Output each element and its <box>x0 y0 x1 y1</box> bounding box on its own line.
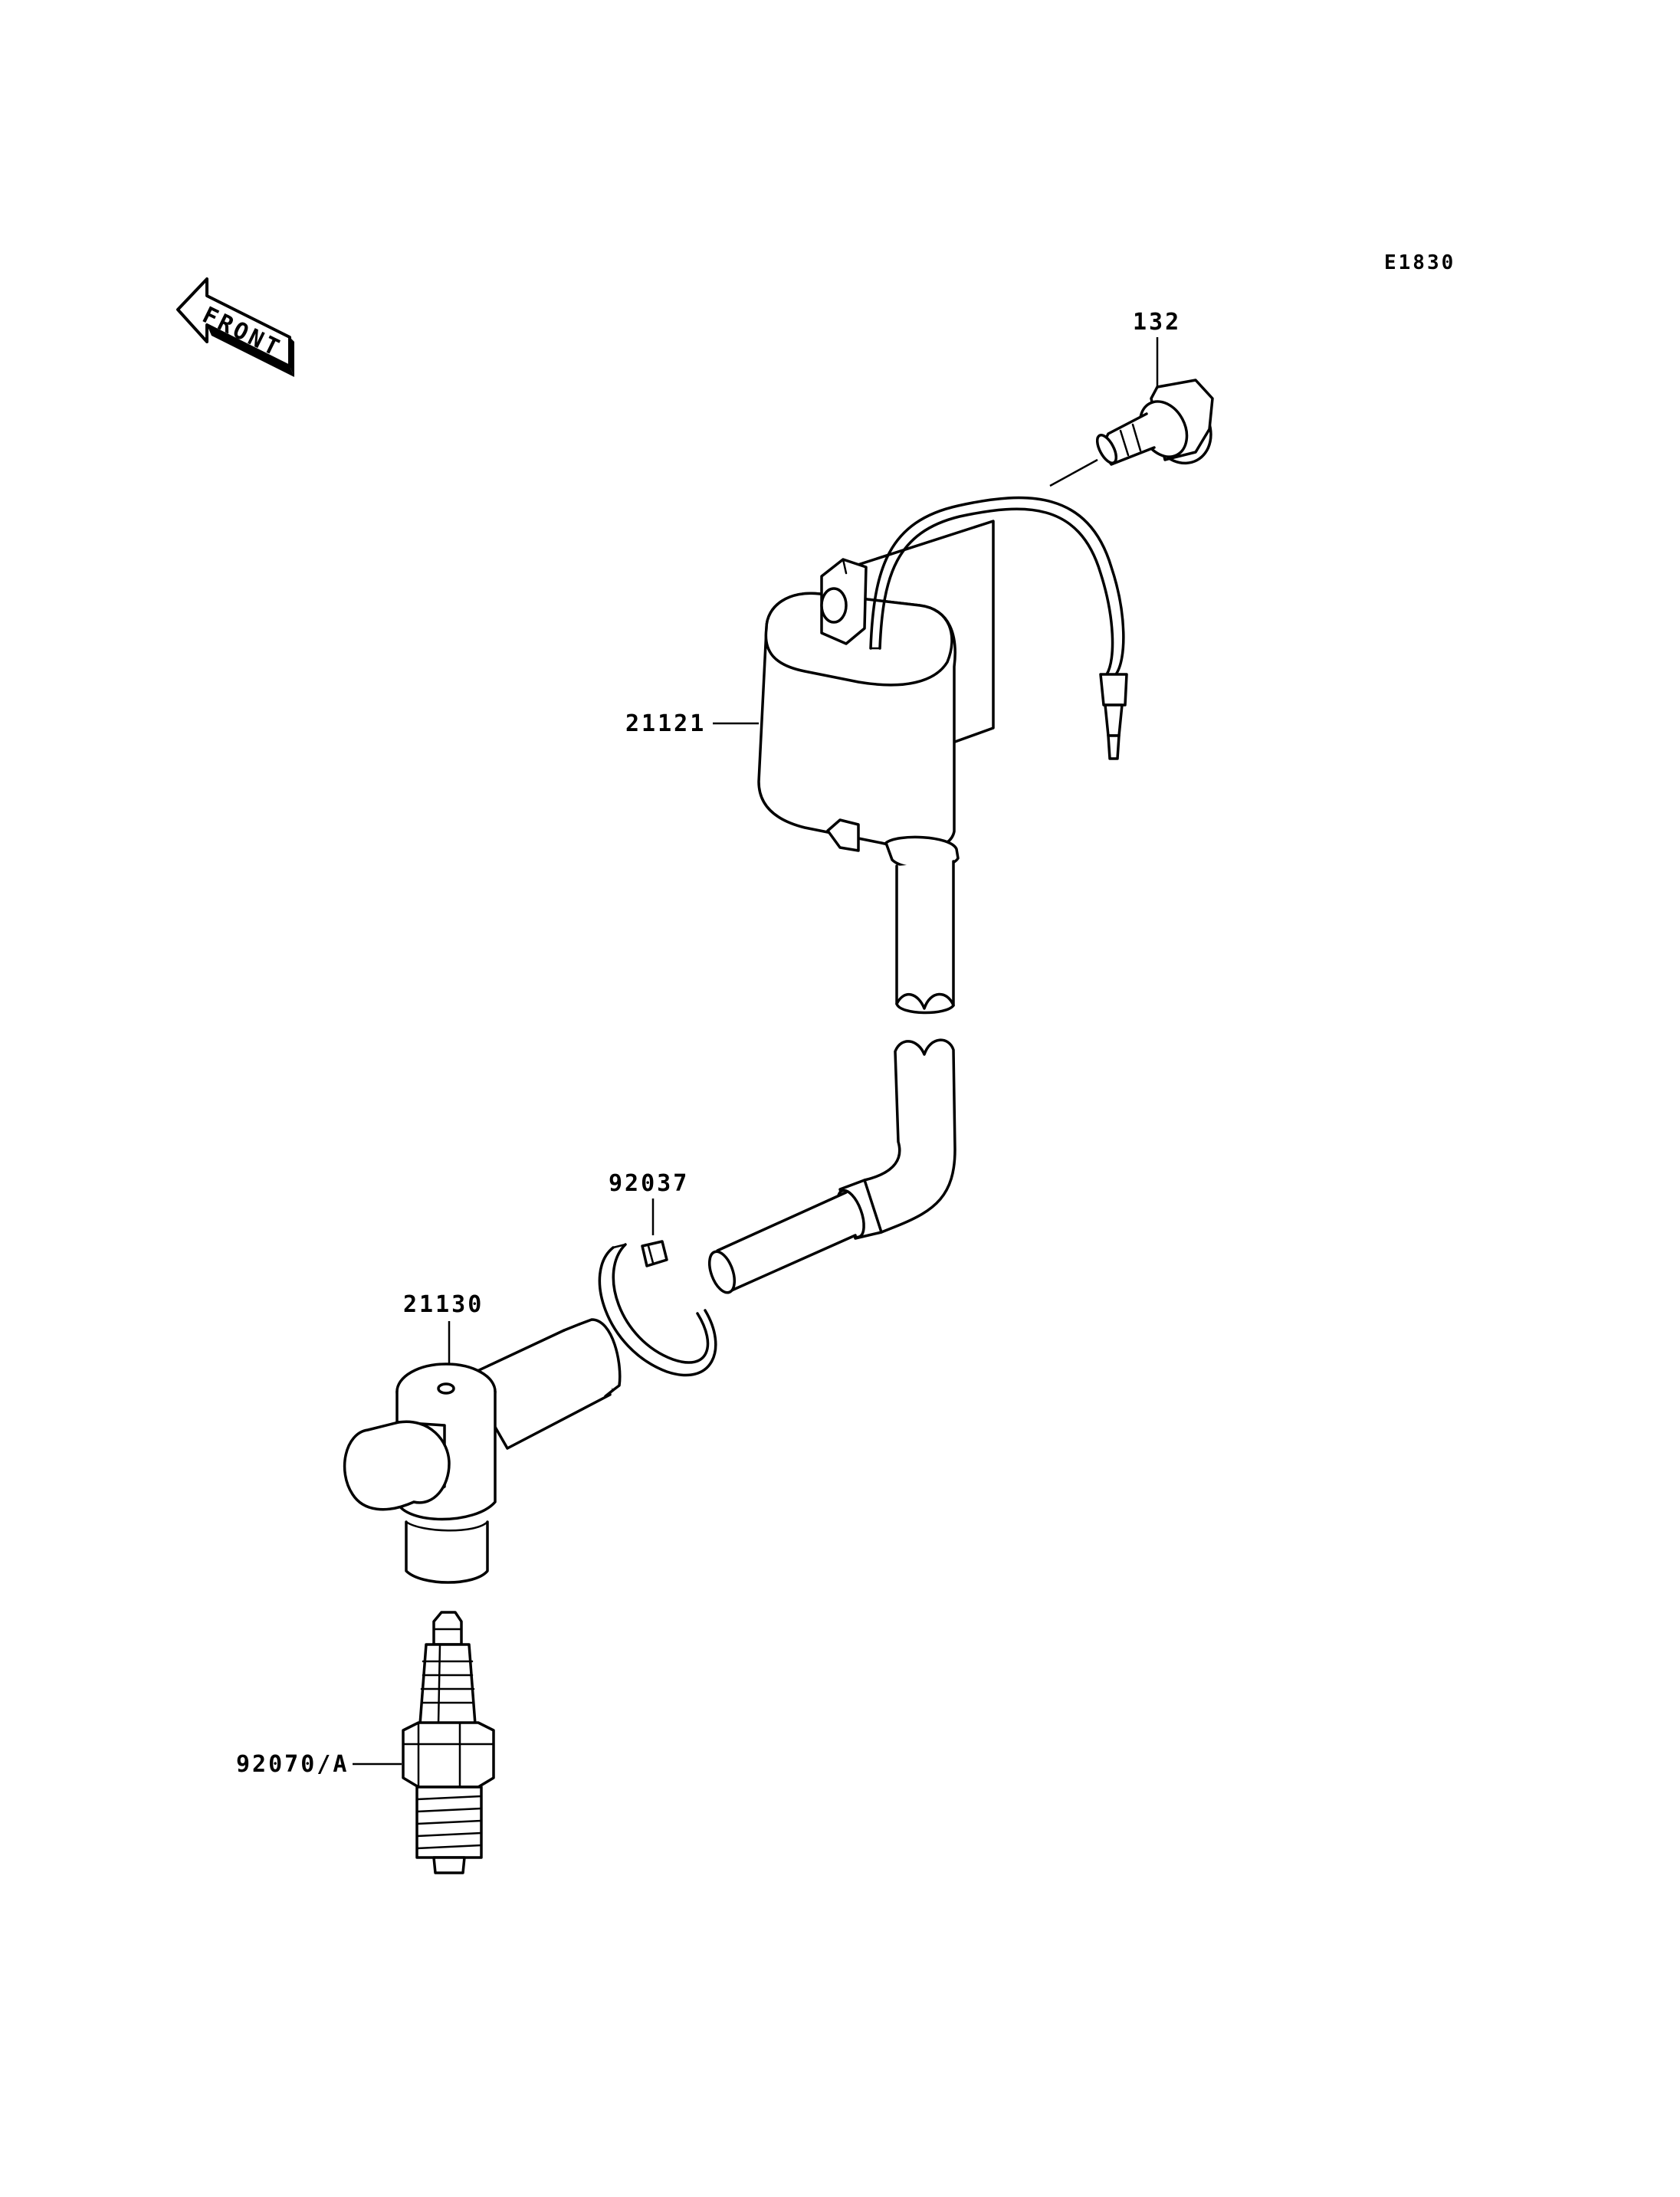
part-label-21130: 21130 <box>403 1291 484 1318</box>
ignition-coil-icon <box>757 496 1128 1015</box>
part-label-92070A: 92070/A <box>236 1751 349 1778</box>
part-21121-ignition-coil: 21121 <box>625 496 1128 1015</box>
high-tension-lead <box>707 1038 956 1294</box>
part-92037-clamp: 92037 <box>598 1170 717 1377</box>
clamp-icon <box>598 1240 717 1377</box>
part-label-132: 132 <box>1133 309 1181 336</box>
bolt-icon <box>1095 379 1214 466</box>
spark-plug-icon <box>402 1611 495 1874</box>
part-label-92037: 92037 <box>609 1170 689 1197</box>
part-label-21121: 21121 <box>625 710 706 737</box>
part-21130-spark-plug-cap: 21130 <box>343 1291 622 1584</box>
part-132-bolt: 132 <box>1049 309 1214 487</box>
front-arrow-icon: FRONT <box>176 277 294 377</box>
spark-plug-cap-icon <box>343 1318 622 1584</box>
diagram-code: E1830 <box>1384 251 1455 274</box>
part-92070A-spark-plug: 92070/A <box>236 1611 495 1874</box>
